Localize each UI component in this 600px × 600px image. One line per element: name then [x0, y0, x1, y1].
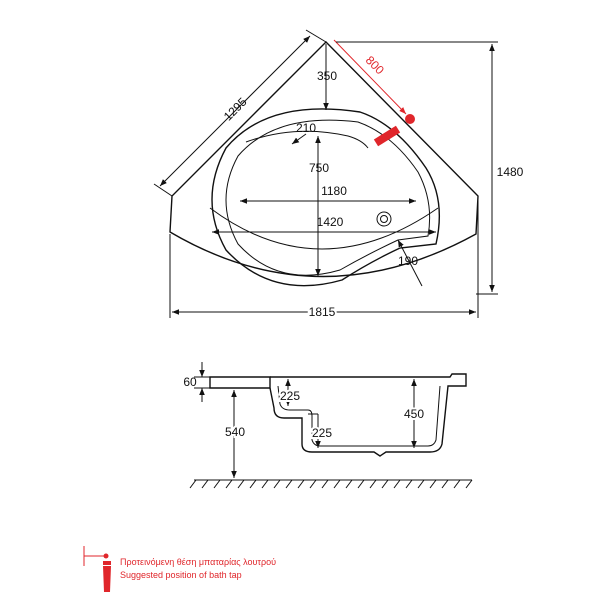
tub-outer-outline — [169, 41, 479, 278]
tub-profile — [269, 373, 467, 457]
dim-seat-step: 225 — [280, 389, 300, 403]
dim-overall-depth: 1480 — [497, 165, 524, 179]
tub-inner-profile — [277, 385, 441, 447]
dim-inner-width: 1180 — [321, 184, 347, 198]
dim-end-radius: 190 — [398, 254, 418, 268]
dim-height-to-floor: 540 — [225, 425, 245, 439]
legend-greek-text: Προτεινόμενη θέση μπαταρίας λουτρού — [120, 557, 277, 567]
dim-diagonal-side: 1295 — [221, 95, 250, 124]
dim-tub-depth: 450 — [404, 407, 424, 421]
floor-hatch — [189, 479, 473, 489]
dim-inner-length: 1420 — [317, 215, 344, 229]
dim-overall-width: 1815 — [309, 305, 336, 319]
legend-english-text: Suggested position of bath tap — [120, 570, 242, 580]
dim-seat-step-lower: 225 — [312, 426, 332, 440]
dim-seat-depth: 350 — [317, 69, 337, 83]
tap-marker — [405, 114, 415, 124]
tap-spout — [373, 125, 401, 147]
dim-seat-radius: 210 — [296, 121, 316, 135]
drain-circle — [376, 211, 392, 227]
dim-rim-thickness: 60 — [183, 375, 197, 389]
rim-left — [209, 376, 271, 389]
section-view: 60 540 225 225 450 — [183, 362, 473, 489]
dim-basin-depth: 750 — [309, 161, 329, 175]
tub-rim-line — [209, 207, 439, 250]
bath-tap-icon — [83, 546, 111, 592]
plan-view: 1295 800 350 210 750 1180 1420 190 1480 … — [153, 29, 524, 321]
